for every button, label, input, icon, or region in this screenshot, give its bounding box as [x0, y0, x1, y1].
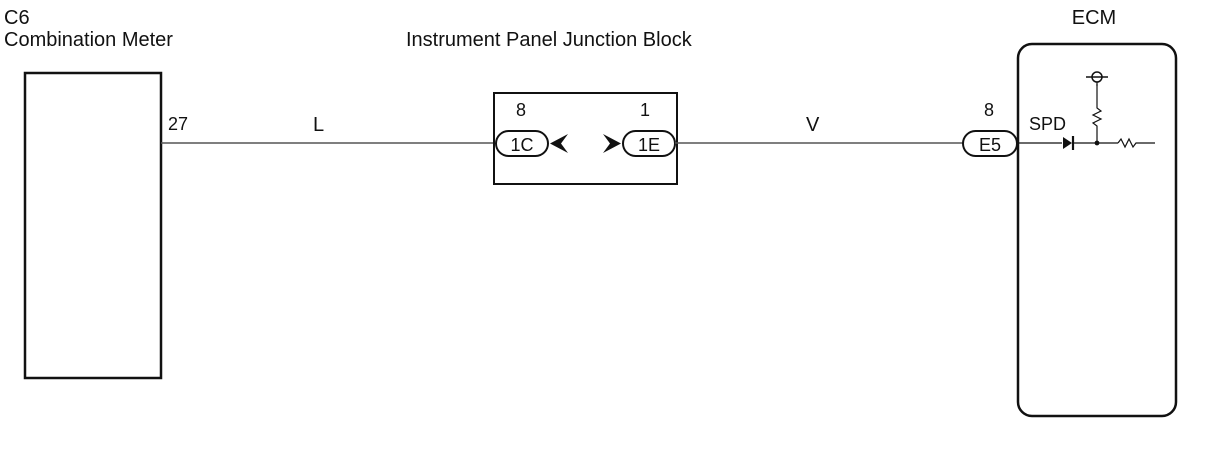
wire-left-color-code: L: [313, 114, 324, 136]
ecm-name: ECM: [1072, 7, 1116, 29]
combination-meter: C6 Combination Meter 27: [4, 7, 188, 380]
ecm-box: [1016, 42, 1178, 418]
junction-right-connector-code: 1E: [638, 135, 660, 155]
junction-right-terminal-icon: [603, 134, 621, 153]
combination-meter-code: C6: [4, 7, 30, 29]
combination-meter-pin: 27: [168, 114, 188, 134]
junction-left-connector: [495, 130, 549, 157]
junction-left-pin: 8: [516, 100, 526, 120]
ecm-terminal-label: SPD: [1029, 114, 1066, 134]
power-supply-icon: [1086, 71, 1108, 86]
junction-block-name: Instrument Panel Junction Block: [406, 29, 693, 51]
junction-block: Instrument Panel Junction Block 8 1C 1 1…: [406, 29, 693, 185]
junction-left-terminal-icon: [550, 134, 568, 153]
combination-meter-box: [23, 71, 163, 380]
junction-left-connector-code: 1C: [510, 135, 533, 155]
ecm-connector-code: E5: [979, 135, 1001, 155]
combination-meter-name: Combination Meter: [4, 29, 173, 51]
pull-up-resistor-icon: [1091, 84, 1103, 143]
ecm: ECM 8 E5 SPD: [962, 7, 1178, 418]
junction-right-pin: 1: [640, 100, 650, 120]
ecm-connector-pin: 8: [984, 100, 994, 120]
pull-down-resistor-icon: [1117, 137, 1155, 149]
wire-right-color-code: V: [806, 114, 820, 136]
